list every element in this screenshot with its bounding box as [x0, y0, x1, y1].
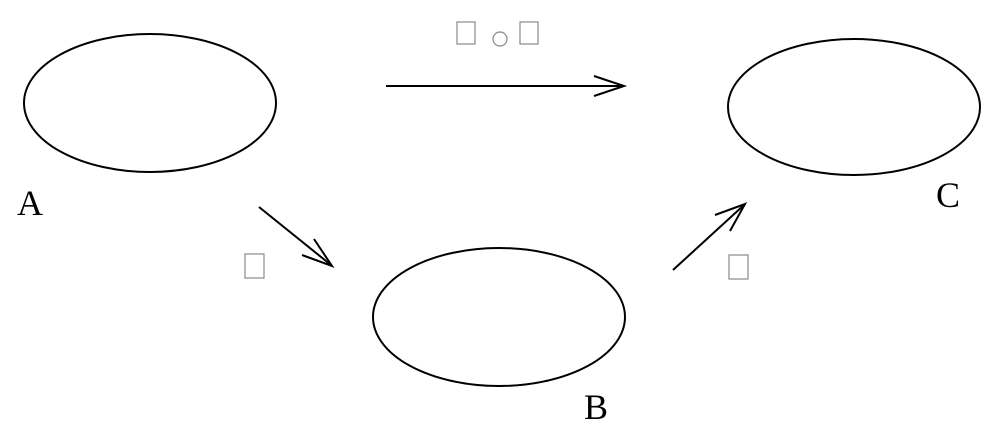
arrow-a-to-c-head: [593, 75, 628, 97]
arrow-b-to-c-head: [714, 202, 748, 232]
map-g-label-glyph: [728, 254, 749, 280]
composite-map-label: [456, 21, 539, 47]
set-c-label: C: [936, 175, 960, 215]
set-a-label: A: [17, 183, 43, 223]
set-b-label: B: [584, 387, 608, 427]
map-g-glyph: [456, 21, 476, 45]
arrow-a-to-b: [258, 206, 335, 268]
arrow-b-to-c-shaft: [672, 204, 745, 271]
map-f-label-glyph: [244, 253, 265, 279]
arrow-a-to-b-head: [301, 238, 335, 268]
map-f-glyph: [519, 21, 539, 45]
set-a-ellipse: [23, 33, 277, 173]
arrow-b-to-c: [672, 202, 748, 271]
set-c-ellipse: [727, 38, 981, 176]
compose-circle-icon: [492, 31, 508, 47]
arrow-a-to-b-shaft: [258, 206, 332, 266]
set-b-ellipse: [372, 247, 626, 387]
arrow-a-to-c: [386, 75, 628, 97]
